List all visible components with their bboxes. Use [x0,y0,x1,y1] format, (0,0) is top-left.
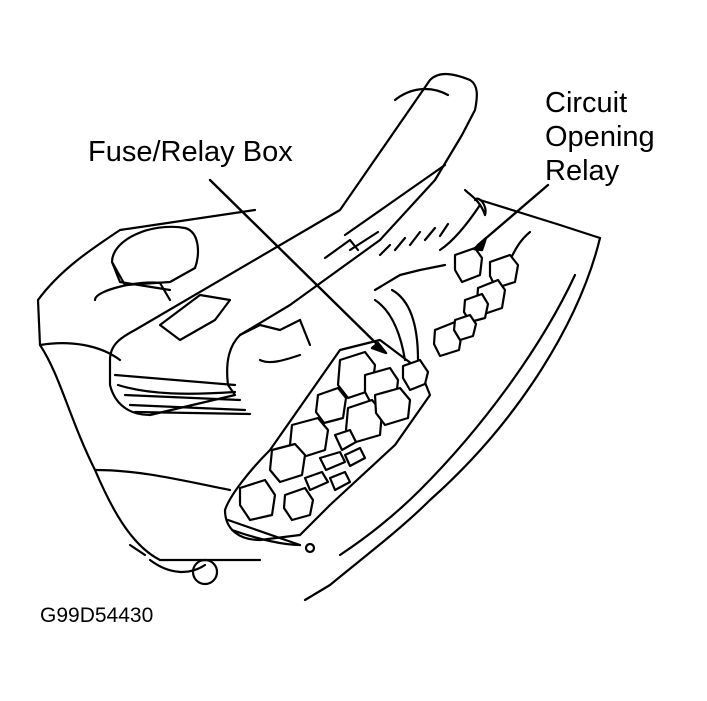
mounting-bolt [191,542,316,586]
reservoir-cap [93,225,200,302]
circuit-opening-relay-label: Circuit Opening Relay [545,86,655,188]
figure-code: G99D54430 [40,604,154,627]
circuit-opening-relay-label-line-2: Opening [545,121,655,153]
circuit-opening-relay-group [432,246,520,358]
fuse-relay-box-label: Fuse/Relay Box [88,136,293,168]
relay-blocks [238,350,430,522]
wiring-harness [373,188,487,362]
fuse-box-cover [108,72,478,417]
circuit-opening-relay-label-line-1: Circuit [545,87,628,119]
fender-outline [36,198,602,602]
circuit-opening-relay-label-line-3: Relay [545,155,620,187]
callout-leaders [208,178,550,355]
